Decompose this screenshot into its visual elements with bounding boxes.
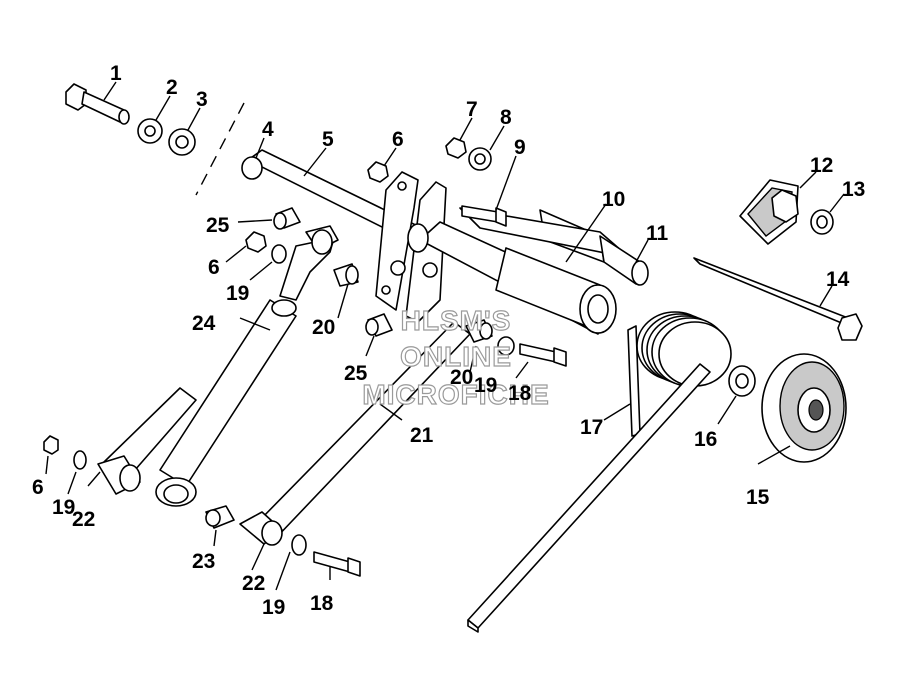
callout-18-upper: 18 <box>508 382 532 405</box>
part-3-washer[interactable] <box>168 128 196 156</box>
callout-21: 21 <box>410 424 434 447</box>
part-17-torsion-spring[interactable] <box>467 311 732 633</box>
part-9-bolt[interactable] <box>461 205 507 227</box>
callout-7: 7 <box>466 98 478 121</box>
callout-1: 1 <box>110 62 122 85</box>
callout-9: 9 <box>514 136 526 159</box>
part-6-nut[interactable] <box>43 435 59 455</box>
callout-20-right: 20 <box>450 366 473 389</box>
callout-25-lower: 25 <box>344 362 368 385</box>
part-18-bolt[interactable] <box>313 551 361 577</box>
mounting-bracket[interactable] <box>375 171 447 323</box>
part-6-nut[interactable] <box>245 231 267 253</box>
part-1-bolt[interactable] <box>65 83 130 125</box>
part-15-idler-wheel[interactable] <box>761 353 847 463</box>
part-16-washer[interactable] <box>728 365 756 397</box>
watermark-line-2: ONLINE <box>400 341 512 372</box>
callout-25-upper: 25 <box>206 214 230 237</box>
part-21-lower-arm[interactable] <box>239 321 471 546</box>
part-19-washer[interactable] <box>497 336 515 356</box>
callout-3: 3 <box>196 88 208 111</box>
part-19-washer[interactable] <box>73 450 87 470</box>
callout-19-upper: 19 <box>226 282 249 305</box>
callout-22-lower: 22 <box>242 572 265 595</box>
callout-20-upper: 20 <box>312 316 335 339</box>
callout-15: 15 <box>746 486 770 509</box>
part-14-long-bolt[interactable] <box>693 257 863 341</box>
part-10-cross-tube[interactable] <box>407 221 617 335</box>
callout-17: 17 <box>580 416 603 439</box>
watermark-line-3: MICROFICHE <box>362 379 549 410</box>
callout-6-upper: 6 <box>392 128 404 151</box>
leader-lines <box>45 81 845 591</box>
callout-6-left: 6 <box>32 476 44 499</box>
callout-13: 13 <box>842 178 865 201</box>
callout-18-lower: 18 <box>310 592 334 615</box>
callouts: 1 2 3 4 5 6 7 8 9 10 11 12 13 14 15 16 1… <box>32 62 865 619</box>
part-13-washer[interactable] <box>810 209 834 235</box>
watermark-line-1: HLSM'S <box>401 305 512 336</box>
part-7-nut[interactable] <box>445 137 467 159</box>
part-25-bushing[interactable] <box>273 207 301 230</box>
callout-10: 10 <box>602 188 625 211</box>
part-20-bushing[interactable] <box>333 263 359 287</box>
part-6-nut[interactable] <box>367 161 389 183</box>
part-19-washer[interactable] <box>291 534 307 556</box>
callout-19-lower: 19 <box>262 596 285 619</box>
watermark: HLSM'S ONLINE MICROFICHE <box>362 304 550 410</box>
part-24-shock[interactable] <box>155 225 339 507</box>
part-12-adjuster[interactable] <box>739 179 799 245</box>
callout-6-middle: 6 <box>208 256 220 279</box>
callout-2: 2 <box>166 76 178 99</box>
callout-19-left: 19 <box>52 496 75 519</box>
callout-16: 16 <box>694 428 717 451</box>
callout-8: 8 <box>500 106 512 129</box>
callout-24: 24 <box>192 312 216 335</box>
callout-11: 11 <box>646 222 669 245</box>
callout-22-left: 22 <box>72 508 95 531</box>
callout-14: 14 <box>826 268 850 291</box>
part-25-bushing[interactable] <box>365 313 393 337</box>
callout-23: 23 <box>192 550 215 573</box>
part-20-bushing[interactable] <box>465 319 493 343</box>
callout-5: 5 <box>322 128 334 151</box>
part-2-washer[interactable] <box>137 118 163 144</box>
part-8-washer[interactable] <box>468 147 492 171</box>
callout-4: 4 <box>262 118 274 141</box>
callout-19-right: 19 <box>474 374 497 397</box>
rear-arm-left[interactable] <box>97 387 197 495</box>
callout-12: 12 <box>810 154 833 177</box>
part-18-bolt[interactable] <box>519 343 567 367</box>
part-23-bushing[interactable] <box>205 505 235 529</box>
part-19-washer[interactable] <box>271 244 287 264</box>
centerline <box>195 102 245 196</box>
